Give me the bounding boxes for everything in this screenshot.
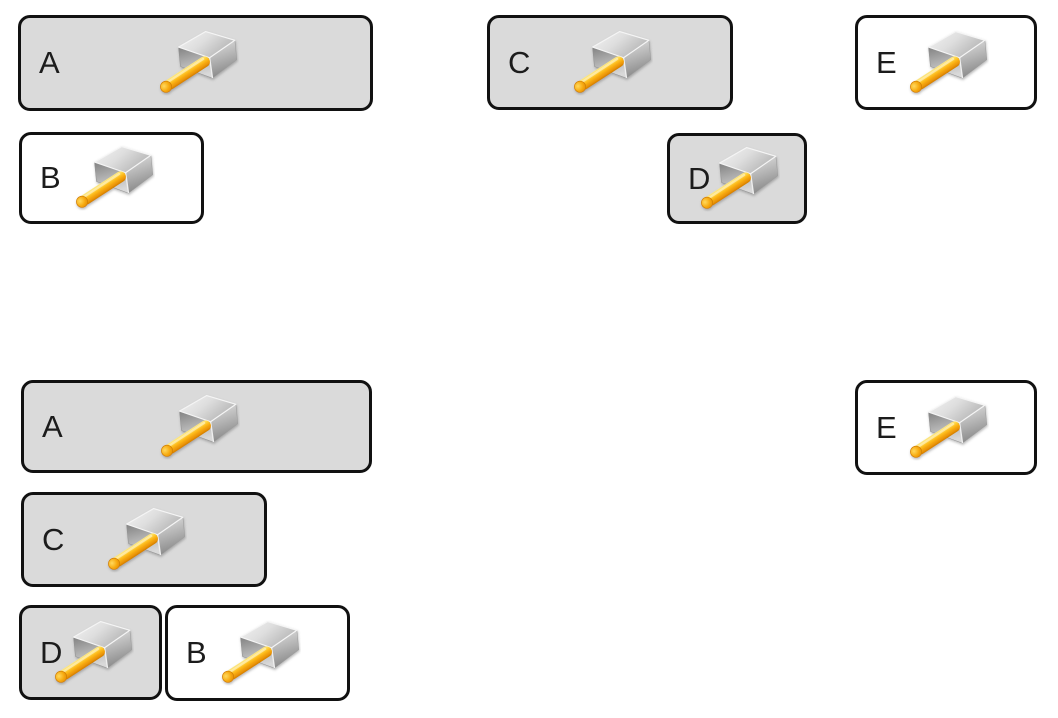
hammer-icon bbox=[567, 27, 653, 95]
card-label: D bbox=[688, 160, 711, 196]
card-d-bottom[interactable]: D bbox=[19, 605, 162, 700]
hammer-icon bbox=[215, 618, 301, 686]
hammer-icon bbox=[903, 392, 989, 460]
card-label: B bbox=[40, 159, 61, 195]
card-d-top[interactable]: D bbox=[667, 133, 807, 224]
card-label: B bbox=[186, 634, 207, 670]
hammer-icon bbox=[69, 143, 155, 211]
card-label: A bbox=[42, 408, 63, 444]
hammer-icon bbox=[153, 28, 239, 96]
card-label: C bbox=[42, 521, 65, 557]
card-label: C bbox=[508, 44, 531, 80]
card-label: A bbox=[39, 44, 60, 80]
card-b-top[interactable]: B bbox=[19, 132, 204, 224]
hammer-icon bbox=[154, 391, 240, 459]
card-b-bottom[interactable]: B bbox=[165, 605, 350, 701]
card-c-top[interactable]: C bbox=[487, 15, 733, 110]
card-a-top[interactable]: A bbox=[18, 15, 373, 111]
card-e-bottom[interactable]: E bbox=[855, 380, 1037, 475]
card-label: E bbox=[876, 44, 897, 80]
card-c-bottom[interactable]: C bbox=[21, 492, 267, 587]
card-a-bottom[interactable]: A bbox=[21, 380, 372, 473]
card-e-top[interactable]: E bbox=[855, 15, 1037, 110]
hammer-icon bbox=[101, 504, 187, 572]
card-label: E bbox=[876, 409, 897, 445]
card-label: D bbox=[40, 634, 63, 670]
hammer-icon bbox=[903, 27, 989, 95]
